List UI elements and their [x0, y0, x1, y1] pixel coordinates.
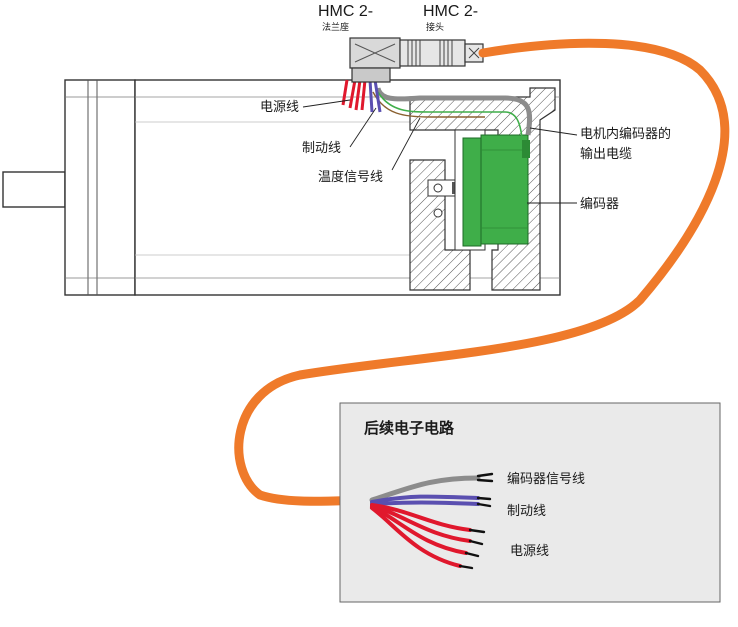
- power-wire-red-4: [370, 506, 462, 568]
- encoder-block-right: [480, 134, 529, 245]
- brake-wire-blue-1: [370, 494, 480, 504]
- circuit-box: 后续电子电路 编码器信号线 制动线 电源线: [339, 402, 721, 603]
- temp-wire-label: 温度信号线: [318, 169, 383, 185]
- power-wire-label: 电源线: [260, 100, 299, 115]
- motor-callouts: [302, 99, 578, 204]
- hmc-right-title: HMC 2-: [423, 3, 478, 20]
- circuit-brake-label: 制动线: [507, 504, 546, 519]
- brake-wire-label: 制动线: [302, 141, 341, 156]
- motor-shaft: [2, 171, 66, 208]
- circuit-power-label: 电源线: [510, 544, 549, 559]
- encoder-block-left: [462, 137, 482, 247]
- encoder-label: 编码器: [580, 197, 619, 212]
- encoder-internal-cable: [375, 87, 533, 136]
- encoder-cable-label-1: 电机内编码器的: [580, 126, 671, 142]
- power-wire-red-3: [370, 505, 468, 555]
- hmc-right-sub: 接头: [426, 21, 444, 33]
- hmc-left-title: HMC 2-: [318, 3, 373, 20]
- encoder-unit: [462, 134, 530, 247]
- circuit-title: 后续电子电路: [364, 419, 455, 437]
- motor-flange: [64, 79, 136, 296]
- plug-body: [399, 39, 466, 67]
- hmc-left-sub: 法兰座: [322, 21, 349, 33]
- encoder-cable-label-2: 输出电缆: [580, 146, 632, 162]
- power-wire-red-1: [370, 503, 472, 532]
- brake-wire-blue-2: [370, 500, 480, 506]
- internal-wires: [341, 79, 533, 139]
- orange-cable: [234, 38, 730, 506]
- power-wire-red-2: [370, 504, 472, 543]
- signal-wire-gray: [369, 475, 481, 503]
- hmc-connector: [349, 37, 484, 83]
- signal-wire-label: 编码器信号线: [507, 472, 585, 487]
